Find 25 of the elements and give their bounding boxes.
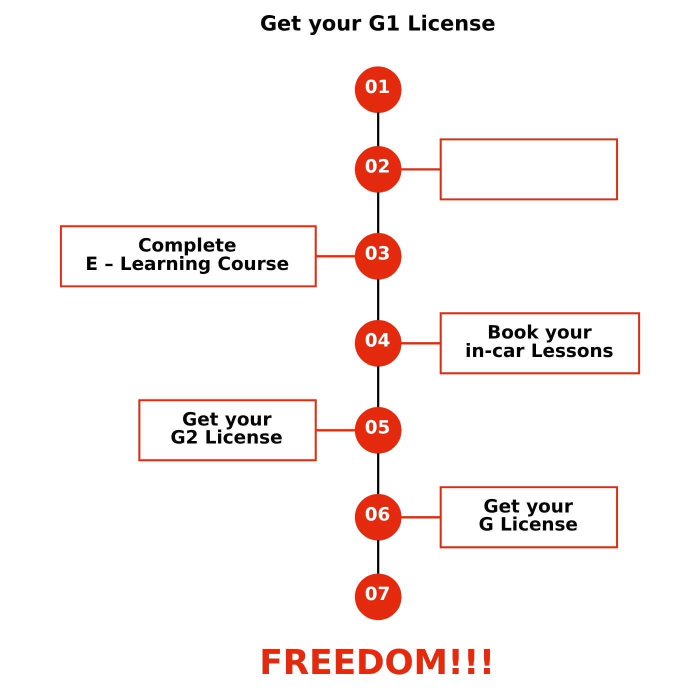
node-box: Get your G2 License: [138, 399, 317, 462]
connector: [377, 453, 380, 494]
node-box: Book your in-car Lessons: [440, 312, 640, 374]
node-circle: 04: [354, 320, 402, 367]
connector: [377, 112, 380, 146]
connector: [316, 255, 356, 258]
node-circle: 02: [354, 146, 402, 193]
connector: [377, 366, 380, 408]
node-label: FREEDOM!!!: [259, 642, 495, 683]
connector: [401, 168, 441, 170]
node-box: Get your G License: [440, 486, 618, 548]
connector: [401, 516, 441, 518]
connector: [400, 342, 441, 344]
node-box: Complete E – Learning Course: [60, 225, 317, 288]
node-circle: 05: [354, 406, 402, 454]
connector: [316, 429, 356, 432]
connector: [377, 540, 380, 574]
node-circle: 03: [354, 233, 402, 280]
node-box: [440, 138, 618, 200]
node-circle: 06: [354, 494, 402, 540]
node-label: Get your G1 License: [260, 11, 496, 36]
connector: [377, 279, 380, 320]
connector: [377, 192, 380, 234]
node-circle: 07: [354, 574, 402, 620]
node-circle: 01: [354, 66, 402, 113]
